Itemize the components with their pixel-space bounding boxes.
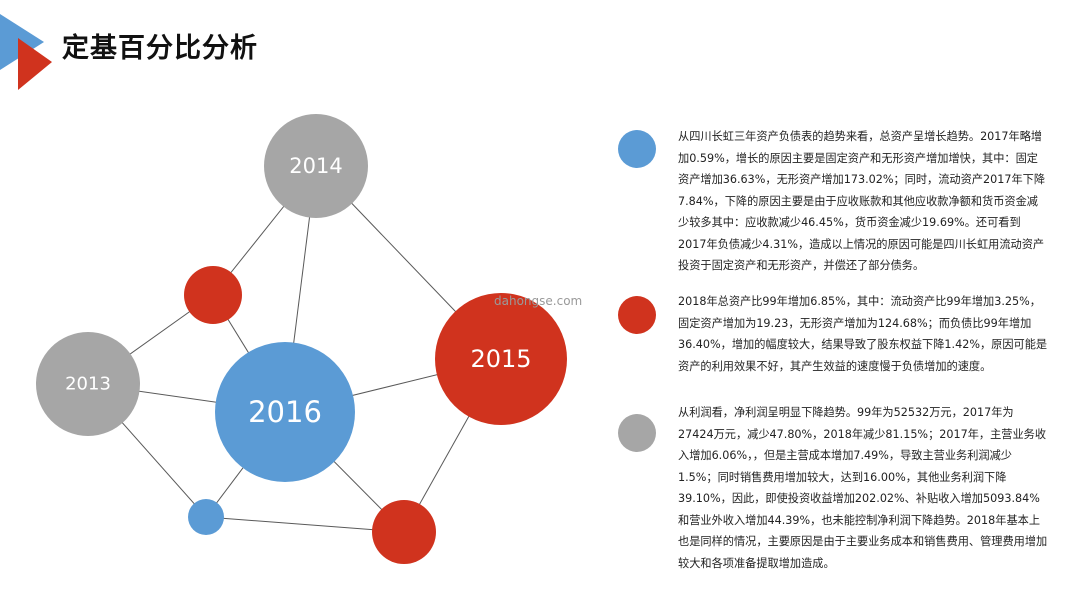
node-label-2013: 2013: [65, 374, 111, 395]
bullet-3: [618, 414, 656, 452]
node-2013: [36, 332, 140, 436]
node-2016: [215, 342, 355, 482]
paragraph-3: 从利润看，净利润呈明显下降趋势。99年为52532万元，2017年为27424万…: [678, 406, 1048, 570]
node-small-red-top: [184, 266, 242, 324]
brand-logo-icon: [0, 14, 52, 90]
node-2014: [264, 114, 368, 218]
bullet-1: [618, 130, 656, 168]
node-small-blue: [188, 499, 224, 535]
node-label-2014: 2014: [289, 154, 342, 178]
node-2015: [435, 293, 567, 425]
node-red-bottom: [372, 500, 436, 564]
page-title: 定基百分比分析: [62, 33, 258, 64]
node-label-2015: 2015: [470, 345, 531, 373]
node-network-diagram: 2014 2015 2013 2016: [36, 114, 567, 564]
watermark-text: dahongse.com: [494, 294, 583, 308]
bullet-2: [618, 296, 656, 334]
paragraph-1: 从四川长虹三年资产负债表的趋势来看，总资产呈增长趋势。2017年略增加0.59%…: [678, 130, 1046, 272]
paragraph-2: 2018年总资产比99年增加6.85%，其中：流动资产比99年增加3.25%，固…: [678, 295, 1048, 373]
edge-small-blue-red-bottom: [205, 516, 405, 533]
node-label-2016: 2016: [248, 395, 322, 429]
